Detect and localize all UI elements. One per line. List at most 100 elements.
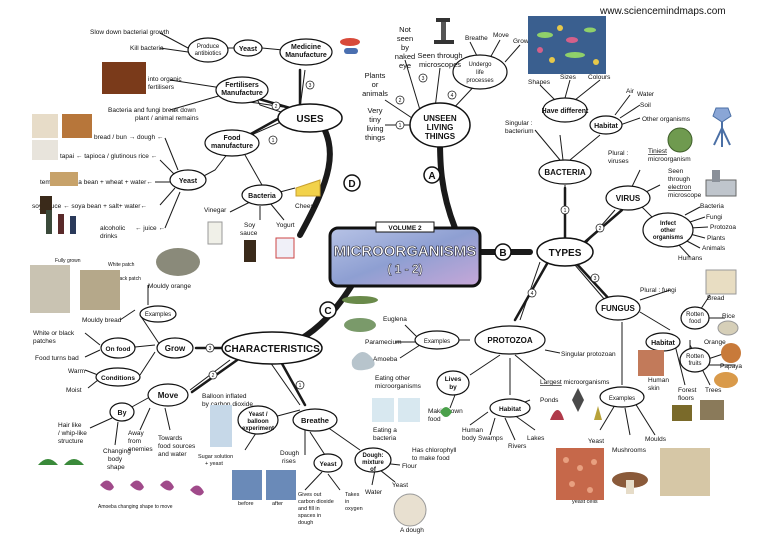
vinegar-text: Vinegar <box>204 207 227 214</box>
water-dough-text: Water <box>365 489 383 496</box>
juice-text: ← juice ← <box>135 225 165 232</box>
have-different-node <box>542 97 588 123</box>
uses-node[interactable] <box>277 103 343 133</box>
tempe-text: tempe ← soya bean + wheat + water← <box>40 179 153 186</box>
fungus-label: FUNGUS <box>601 304 635 313</box>
mouldy-orange-photo <box>721 343 741 363</box>
amoeba-caption-text: Amoeba changing shape to move <box>98 504 173 510</box>
fungi-text: Plural : fungi <box>640 287 676 294</box>
fertilisers-node <box>215 76 269 104</box>
colours-text: Colours <box>588 74 611 81</box>
unseen-node[interactable] <box>409 102 471 148</box>
center-node[interactable]: VOLUME 2 MICROORGANISMS ( 1 - 2) <box>328 221 482 288</box>
fungus-examples-label: Examples <box>609 396 635 402</box>
virus-target-bacteria: Bacteria <box>700 203 724 210</box>
grow-examples-label: Examples <box>145 312 171 318</box>
yeast-medicine-node <box>233 39 263 57</box>
mouldy-papaya-photo <box>714 372 738 388</box>
before-photo <box>232 470 262 500</box>
amoeba-image <box>351 351 375 371</box>
soy-sauce-photo <box>40 196 52 214</box>
chlorophyll-image <box>440 407 452 417</box>
bacteria-habitat-label: Habitat <box>594 123 618 130</box>
svg-text:2: 2 <box>399 98 402 104</box>
other-organisms-text: Other organisms <box>642 116 691 123</box>
paramecium-text: Paramecium <box>365 339 401 346</box>
swamps-text: Swamps <box>478 435 504 442</box>
virus-label: VIRUS <box>616 194 641 203</box>
grow-examples-node <box>139 305 177 323</box>
rivers-text: Rivers <box>508 443 527 450</box>
by-node <box>109 402 135 422</box>
tapai-text: tapai ← tapioca / glutinous rice ← <box>60 153 157 160</box>
food-bacteria-node <box>241 184 283 206</box>
svg-text:3: 3 <box>309 83 312 89</box>
svg-text:1: 1 <box>299 383 302 389</box>
white-patch-text: White patch <box>108 262 135 268</box>
yeast-balloon-node <box>237 405 279 435</box>
fungus-examples-node <box>599 386 645 408</box>
food-yeast-label: Yeast <box>179 178 198 185</box>
characteristics-node[interactable] <box>221 331 323 365</box>
euglena-text: Euglena <box>383 316 407 323</box>
bread-mould-photo <box>80 270 120 310</box>
moist-text: Moist <box>66 387 82 394</box>
svg-text:1: 1 <box>272 138 275 144</box>
lakes-text: Lakes <box>527 435 545 442</box>
fungus-node <box>595 295 641 321</box>
by-label: By <box>118 410 127 417</box>
center-volume: VOLUME 2 <box>388 225 422 232</box>
moulds-text: Moulds <box>645 436 667 443</box>
virus-node <box>605 185 651 211</box>
protozoa-habitat-label: Habitat <box>499 406 522 413</box>
svg-text:1: 1 <box>399 123 402 129</box>
food-bad-text: Food turns bad <box>35 355 79 362</box>
protozoan-text: Singular protozoan <box>561 351 616 358</box>
tempe-photo <box>50 172 78 186</box>
after-text: after <box>272 501 283 507</box>
mouldy-rice-photo <box>717 320 739 336</box>
virus-target-protozoa: Protozoa <box>710 224 736 231</box>
svg-text:1: 1 <box>564 208 567 214</box>
kill-bacteria-text: Kill bacteria <box>130 45 164 52</box>
largest-organisms-images <box>550 388 602 420</box>
types-node[interactable] <box>536 237 594 267</box>
air-text: Air <box>626 88 635 95</box>
forest-floor-photo <box>672 405 692 421</box>
sizes-text: Sizes <box>560 74 577 81</box>
yeast-dough-text: Yeast <box>392 482 408 489</box>
move-label: Move <box>158 391 179 400</box>
human-skin-photo <box>638 350 664 376</box>
have-different-label: Have different <box>542 108 589 115</box>
a-dough-text: A dough <box>400 527 424 534</box>
sugar-text: Sugar solution+ yeast <box>198 454 233 467</box>
site-url[interactable]: www.sciencemindmaps.com <box>599 6 726 17</box>
largest-text: Largest microorganisms <box>540 379 610 386</box>
protozoa-habitat-node <box>489 398 531 418</box>
food-node <box>204 129 260 157</box>
undergo-node <box>452 54 508 90</box>
mouldy-bread-text: Mouldy bread <box>82 317 122 324</box>
breathe-text: Breathe <box>465 35 488 42</box>
svg-text:2: 2 <box>212 373 215 379</box>
